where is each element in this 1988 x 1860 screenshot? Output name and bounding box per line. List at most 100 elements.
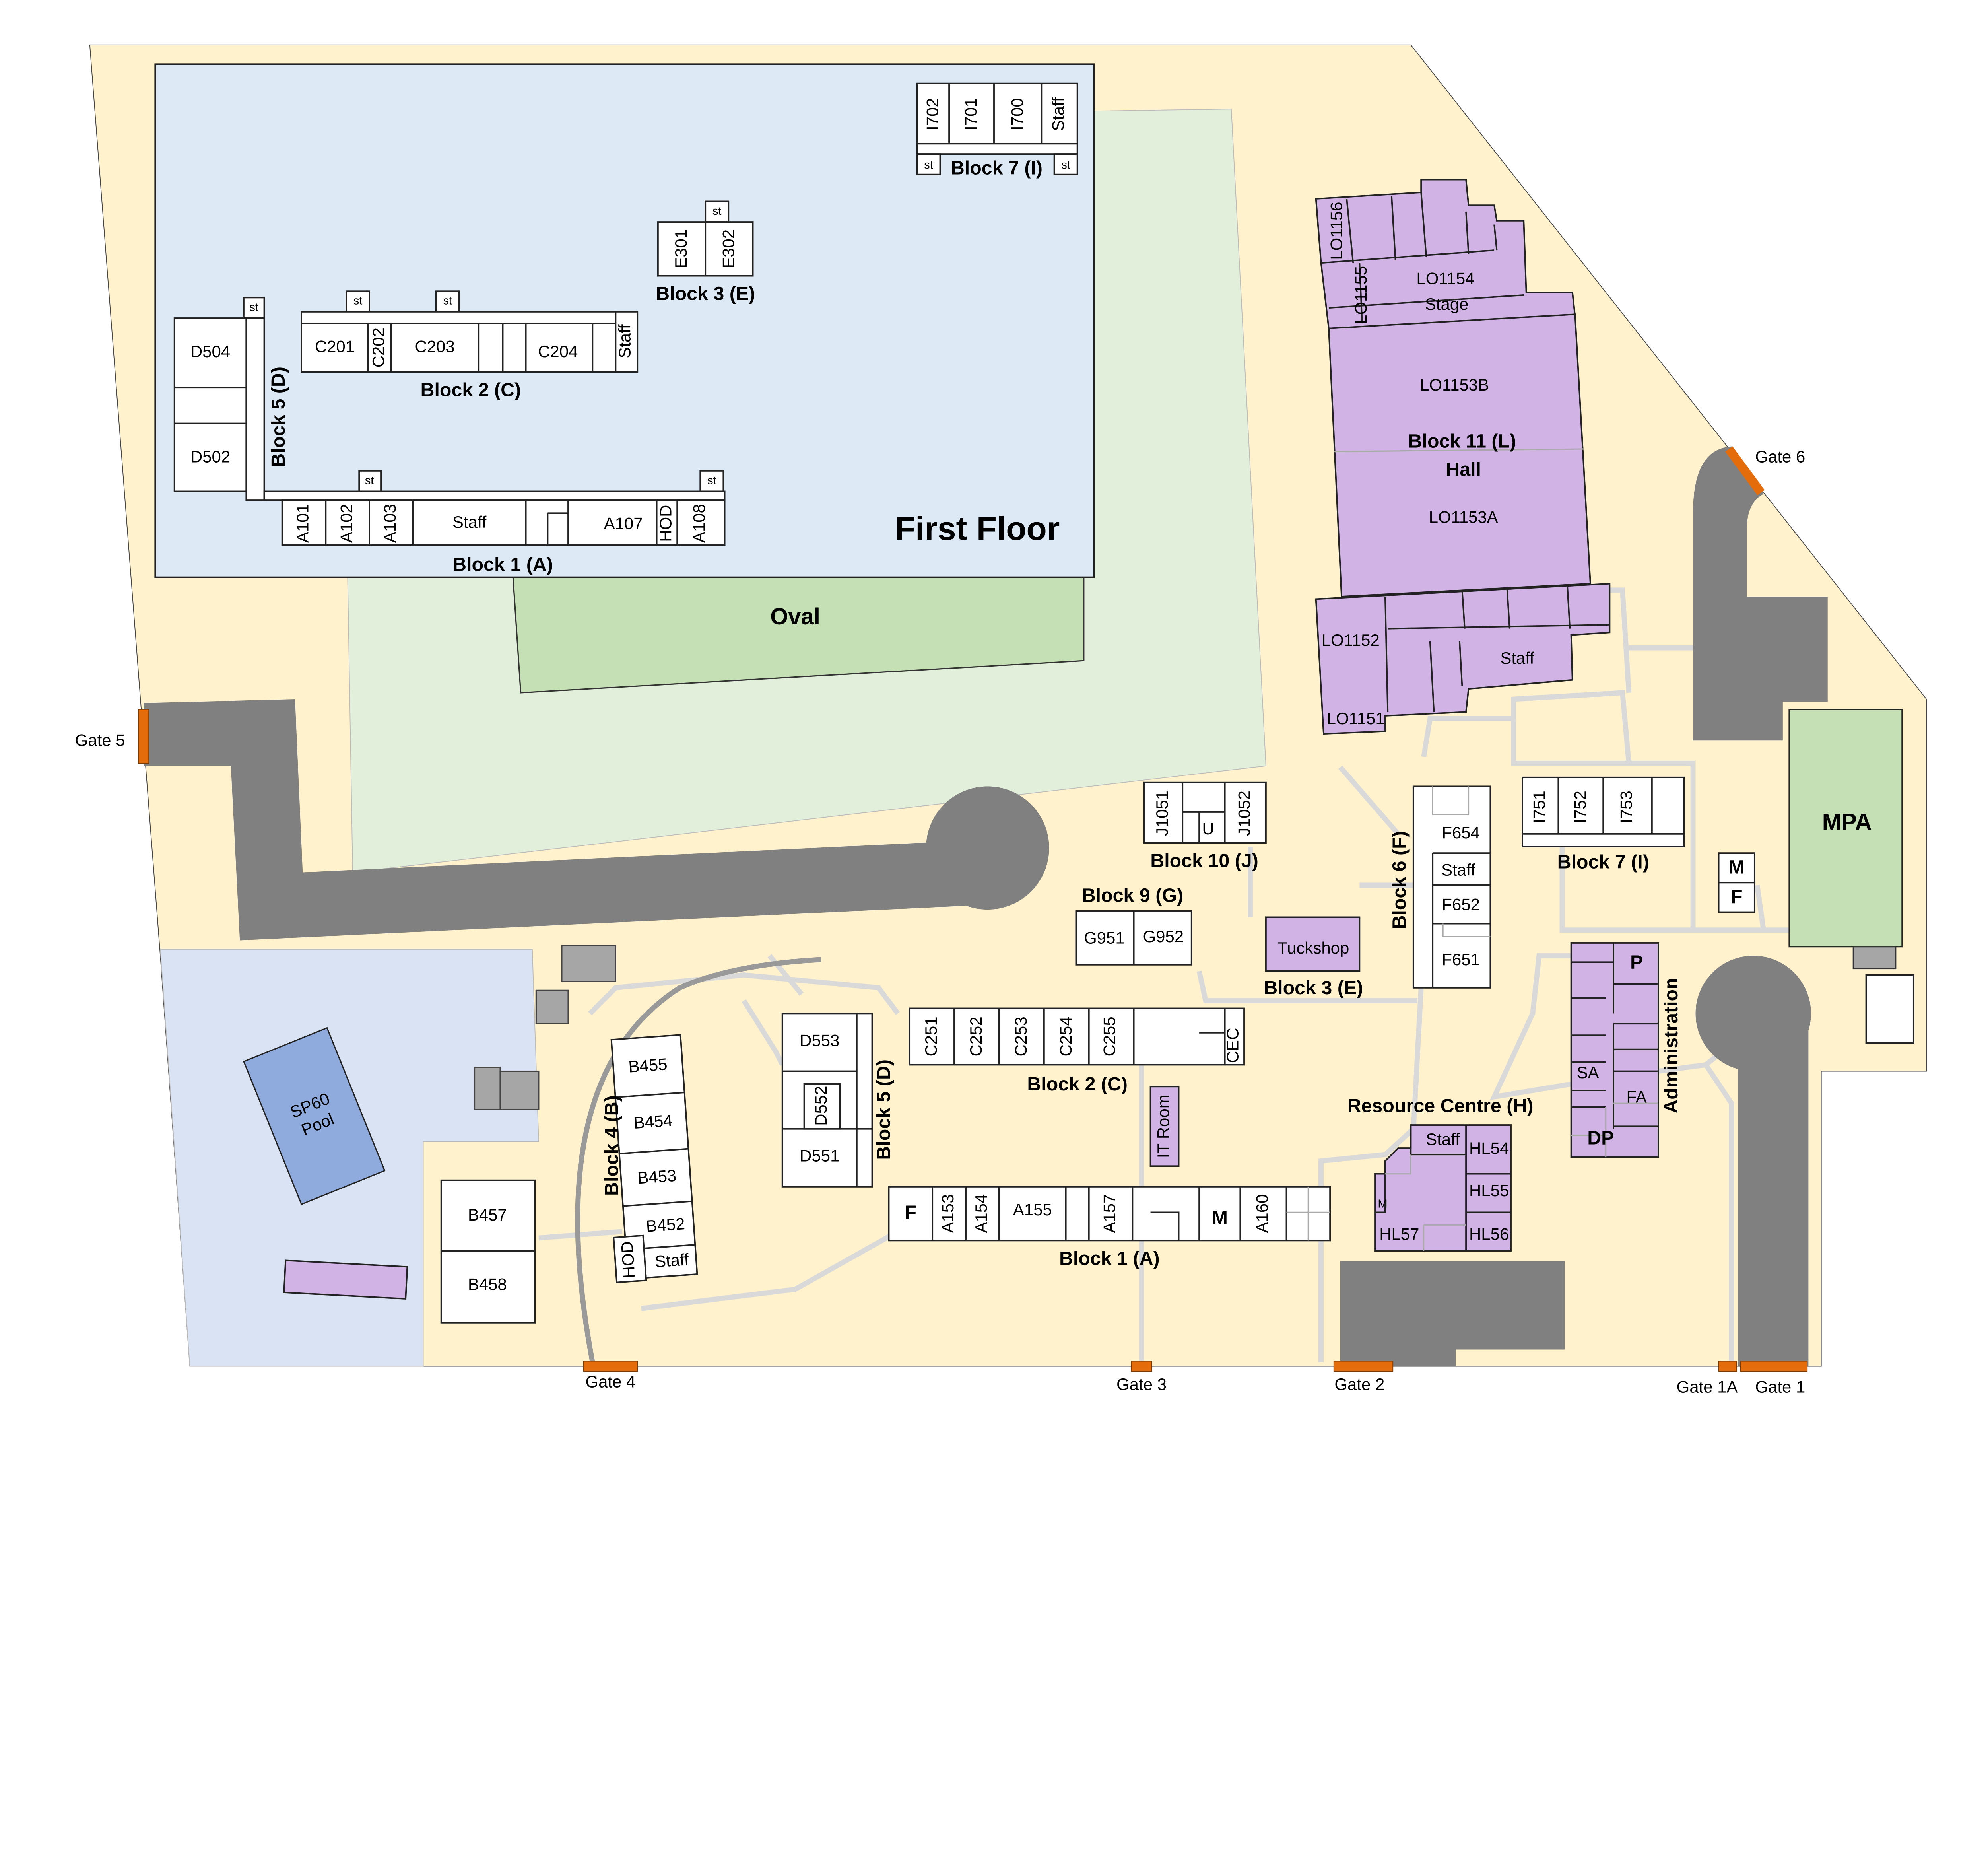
- room-d552: D552: [812, 1086, 830, 1126]
- block-label: Block 5 (D): [268, 367, 289, 467]
- room-dp: DP: [1587, 1127, 1614, 1149]
- room-j1052: J1052: [1235, 791, 1253, 836]
- room-d553: D553: [800, 1031, 839, 1050]
- block-4[interactable]: B455 B454 B453 B452 Staff HOD Block 4 (B…: [600, 1034, 698, 1283]
- block-label: Administration: [1660, 978, 1682, 1113]
- resource-centre[interactable]: Staff HL54 HL55 HL56 HL57 M Resource Cen…: [1347, 1095, 1534, 1252]
- room-c255: C255: [1100, 1016, 1119, 1056]
- gate-1a-label: Gate 1A: [1677, 1377, 1738, 1396]
- block-label: Block 2 (C): [1027, 1073, 1128, 1095]
- administration[interactable]: P SA FA DP Administration: [1570, 942, 1682, 1158]
- stairs: st: [365, 474, 374, 487]
- ff-block-1[interactable]: st st A101 A102 A103 Staff A107 HOD A108…: [263, 470, 726, 575]
- small-structure: [561, 945, 617, 982]
- mpa-building[interactable]: [1788, 709, 1903, 948]
- room-cec: CEC: [1223, 1028, 1242, 1063]
- room-d551: D551: [800, 1147, 839, 1165]
- stairs: st: [249, 301, 258, 314]
- block-label: Block 10 (J): [1150, 850, 1258, 872]
- it-room[interactable]: IT Room: [1149, 1086, 1180, 1167]
- block-10[interactable]: J1051 U J1052 Block 10 (J): [1143, 781, 1267, 872]
- room-b458: B458: [468, 1275, 507, 1293]
- block-label: Resource Centre (H): [1347, 1095, 1534, 1117]
- gate-3[interactable]: [1131, 1361, 1152, 1372]
- gate-6[interactable]: [1725, 446, 1765, 496]
- room-hod: HOD: [617, 1241, 639, 1279]
- room-b455: B455: [628, 1055, 668, 1076]
- block-b457-b458[interactable]: B457 B458: [440, 1179, 536, 1324]
- room-fa: FA: [1626, 1087, 1646, 1106]
- room-i752: I752: [1571, 791, 1589, 823]
- gate-2[interactable]: [1333, 1361, 1394, 1372]
- block-9[interactable]: G951 G952 Block 9 (G): [1075, 885, 1192, 966]
- ff-block-3[interactable]: st E301 E302 Block 3 (E): [656, 200, 755, 305]
- ff-block-2[interactable]: st st C201 C202 C203 C204 Staff Block 2 …: [301, 290, 639, 401]
- room-a102: A102: [337, 504, 355, 543]
- room-a160: A160: [1252, 1194, 1271, 1233]
- gate-1a[interactable]: [1718, 1361, 1737, 1372]
- oval-label: Oval: [770, 604, 820, 630]
- room-b452: B452: [645, 1214, 685, 1236]
- stairs: st: [707, 474, 716, 487]
- room-stage: Stage: [1425, 295, 1469, 313]
- block-label: Block 7 (I): [951, 157, 1043, 179]
- block-5[interactable]: D553 D552 D551 Block 5 (D): [781, 1013, 895, 1188]
- room-hl56: HL56: [1469, 1225, 1509, 1244]
- first-floor-title: First Floor: [895, 510, 1060, 547]
- toilets[interactable]: M F: [1718, 852, 1755, 913]
- stairs: st: [924, 159, 933, 171]
- block-7[interactable]: I751 I752 I753 Block 7 (I): [1522, 776, 1685, 873]
- tuckshop-label: Tuckshop: [1277, 939, 1349, 957]
- ff-block-7[interactable]: st st I702 I701 I700 Staff Block 7 (I): [916, 82, 1078, 179]
- block-label: Block 5 (D): [873, 1059, 895, 1160]
- sp60-pool[interactable]: SP60 Pool: [243, 1027, 386, 1205]
- stairs: st: [712, 205, 722, 218]
- block-label: Block 3 (E): [656, 283, 755, 305]
- gate-5[interactable]: [138, 709, 149, 764]
- room-c254: C254: [1056, 1016, 1075, 1056]
- gate-1[interactable]: [1740, 1361, 1808, 1372]
- room-g951: G951: [1084, 928, 1125, 947]
- room-e301: E301: [672, 229, 690, 268]
- room-f651: F651: [1442, 950, 1480, 969]
- gate-3-label: Gate 3: [1116, 1375, 1167, 1394]
- gate-4[interactable]: [583, 1361, 638, 1372]
- room-c201: C201: [315, 337, 355, 356]
- block-2[interactable]: C251 C252 C253 C254 C255 CEC Block 2 (C): [909, 1007, 1245, 1095]
- gate-1-label: Gate 1: [1755, 1377, 1805, 1396]
- room-lo1156: LO1156: [1327, 202, 1346, 260]
- room-sa: SA: [1577, 1063, 1599, 1082]
- room-c204: C204: [538, 342, 578, 361]
- toilet-f: F: [1731, 886, 1743, 908]
- gate-4-label: Gate 4: [586, 1372, 636, 1391]
- room-staff: Staff: [654, 1250, 689, 1271]
- room-a155: A155: [1013, 1200, 1052, 1219]
- room-c251: C251: [922, 1016, 940, 1056]
- room-hl57: HL57: [1379, 1225, 1419, 1244]
- small-structure: [499, 1070, 540, 1110]
- room-i751: I751: [1530, 791, 1548, 823]
- gate-2-label: Gate 2: [1334, 1375, 1384, 1394]
- block-label: Block 4 (B): [601, 1095, 623, 1196]
- walkways: [538, 587, 1789, 1362]
- first-floor-inset: First Floor st st I702 I701 I700 Staff B…: [154, 63, 1095, 578]
- it-room-label: IT Room: [1154, 1094, 1173, 1158]
- room-staff: Staff: [1441, 860, 1475, 879]
- block-label: Block 9 (G): [1082, 885, 1183, 906]
- ff-block-5[interactable]: st D504 D502 Block 5 (D): [173, 297, 289, 501]
- mpa-label: MPA: [1822, 809, 1872, 835]
- room-a103: A103: [381, 504, 399, 543]
- block-3-tuckshop[interactable]: Tuckshop Block 3 (E): [1264, 916, 1363, 999]
- block-6[interactable]: F654 Staff F652 F651 Block 6 (F): [1388, 785, 1491, 989]
- block-label: Block 11 (L): [1408, 431, 1516, 452]
- room-c202: C202: [369, 328, 388, 367]
- room-staff: Staff: [1426, 1130, 1460, 1149]
- small-structure: [1852, 946, 1897, 970]
- room-a101: A101: [293, 504, 312, 543]
- block-1[interactable]: F A153 A154 A155 A157 M A160 Block 1 (A): [888, 1186, 1331, 1269]
- gates: Gate 5 Gate 6 Gate 4 Gate 3 Gate 2 Gate …: [75, 446, 1808, 1396]
- room-i701: I701: [961, 98, 980, 130]
- room-b457: B457: [468, 1205, 507, 1224]
- block-11[interactable]: LO1156 LO1155 LO1154 Stage LO1153B Block…: [1315, 179, 1611, 735]
- room-staff: Staff: [1049, 97, 1068, 131]
